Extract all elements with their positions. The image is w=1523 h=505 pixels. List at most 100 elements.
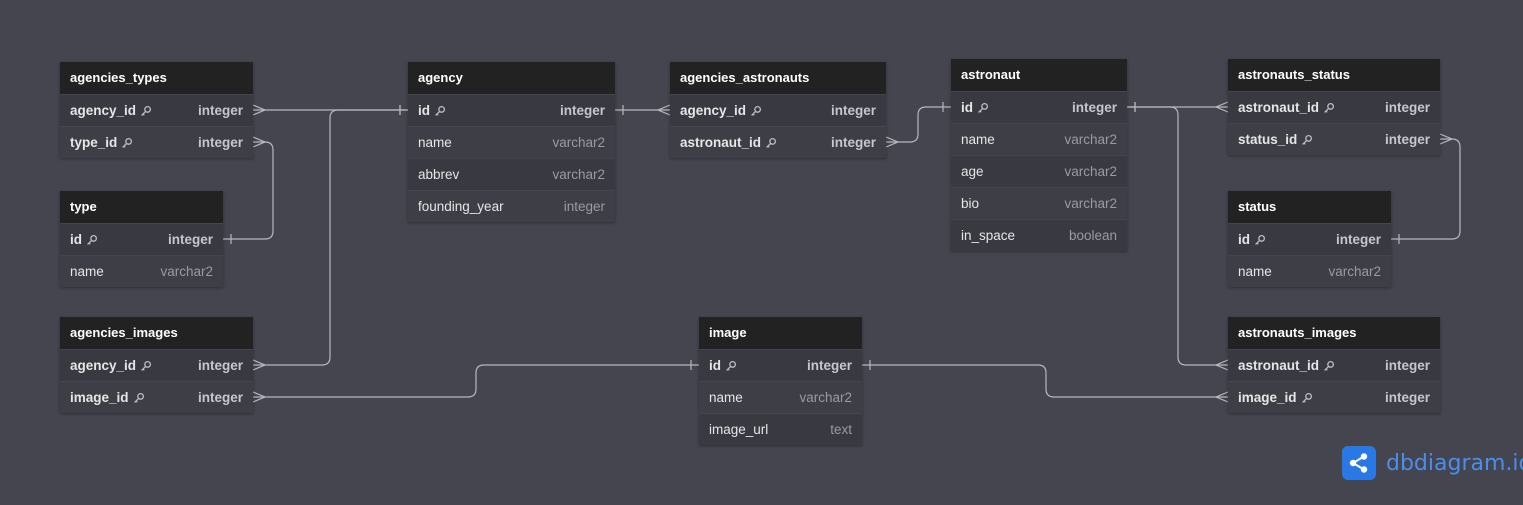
key-icon	[1323, 360, 1335, 372]
table-row[interactable]: in_space boolean	[951, 219, 1127, 251]
column-type: varchar2	[552, 135, 605, 150]
column-name-text: age	[961, 164, 984, 179]
column-type: integer	[197, 103, 243, 118]
relation-many-marker	[656, 104, 671, 116]
table-header[interactable]: astronaut	[951, 59, 1127, 91]
column-name: image_id	[1238, 390, 1313, 405]
table-row[interactable]: age varchar2	[951, 155, 1127, 187]
column-type: boolean	[1068, 228, 1117, 243]
table-row[interactable]: image_id integer	[1228, 381, 1440, 413]
column-name: name	[961, 132, 995, 147]
key-icon	[86, 234, 98, 246]
column-type: integer	[167, 232, 213, 247]
column-name: agency_id	[680, 103, 762, 118]
table-header[interactable]: agencies_types	[60, 62, 253, 94]
column-type: integer	[197, 358, 243, 373]
table-header[interactable]: astronauts_images	[1228, 317, 1440, 349]
table-row[interactable]: founding_year integer	[408, 190, 615, 222]
table-header[interactable]: status	[1228, 191, 1391, 223]
relation-line	[253, 109, 408, 366]
table-row[interactable]: agency_id integer	[60, 349, 253, 381]
column-name: founding_year	[418, 199, 504, 214]
table-header[interactable]: astronauts_status	[1228, 59, 1440, 91]
column-name-text: agency_id	[70, 358, 137, 373]
table-row[interactable]: agency_id integer	[60, 94, 253, 126]
key-icon	[140, 360, 152, 372]
column-type: integer	[1384, 390, 1430, 405]
brand-logo[interactable]: dbdiagram.io	[1342, 446, 1523, 480]
column-type: integer	[830, 103, 876, 118]
brand-tld: .io	[1505, 450, 1523, 476]
table-row[interactable]: id integer	[60, 223, 223, 255]
column-name: id	[1238, 232, 1266, 247]
key-icon	[750, 105, 762, 117]
column-name: name	[70, 264, 104, 279]
column-type: integer	[1335, 232, 1381, 247]
column-name-text: image_id	[1238, 390, 1297, 405]
column-name: type_id	[70, 135, 133, 150]
relation-line	[1391, 138, 1461, 240]
relation-many-marker	[1214, 101, 1229, 113]
table-header[interactable]: type	[60, 191, 223, 223]
column-type: integer	[559, 103, 605, 118]
table-row[interactable]: agency_id integer	[670, 94, 886, 126]
table-header[interactable]: agencies_astronauts	[670, 62, 886, 94]
relation-line	[886, 106, 951, 143]
relation-line	[862, 364, 1228, 398]
column-type: integer	[830, 135, 876, 150]
column-name-text: abbrev	[418, 167, 460, 182]
table-header[interactable]: agencies_images	[60, 317, 253, 349]
column-name-text: astronaut_id	[680, 135, 762, 150]
column-name-text: bio	[961, 196, 980, 211]
column-name: in_space	[961, 228, 1015, 243]
table-row[interactable]: astronaut_id integer	[670, 126, 886, 158]
column-type: varchar2	[1064, 164, 1117, 179]
relation-many-marker	[252, 359, 267, 371]
column-name: agency_id	[70, 103, 152, 118]
table-header[interactable]: agency	[408, 62, 615, 94]
key-icon	[1323, 102, 1335, 114]
table-header[interactable]: image	[699, 317, 862, 349]
column-name: astronaut_id	[1238, 358, 1335, 373]
column-type: integer	[563, 199, 605, 214]
table-row[interactable]: id integer	[1228, 223, 1391, 255]
column-name: id	[70, 232, 98, 247]
column-name-text: name	[1238, 264, 1272, 279]
relation-many-marker	[252, 104, 267, 116]
key-icon	[1301, 134, 1313, 146]
column-name-text: founding_year	[418, 199, 504, 214]
relation-many-marker	[1214, 391, 1229, 403]
column-type: text	[830, 422, 852, 437]
column-name-text: name	[418, 135, 452, 150]
table-row[interactable]: name varchar2	[408, 126, 615, 158]
relation-line	[253, 364, 699, 398]
key-icon	[1301, 392, 1313, 404]
